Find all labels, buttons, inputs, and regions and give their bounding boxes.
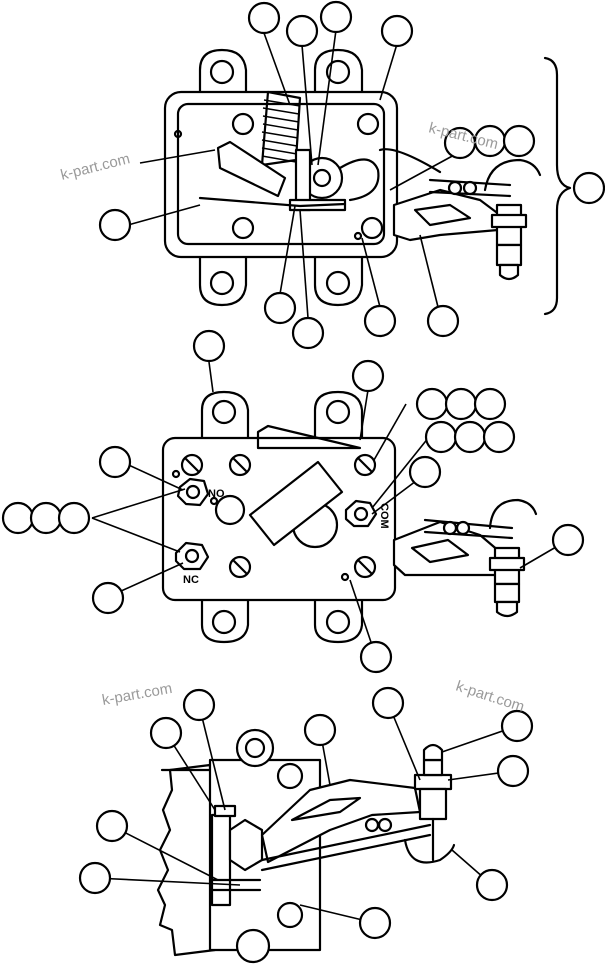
callout-bubble bbox=[363, 304, 397, 338]
callout-bubble bbox=[502, 124, 536, 158]
callout-bubble bbox=[78, 861, 112, 895]
terminal-nc-label: NC bbox=[183, 574, 199, 586]
callout-bubble bbox=[303, 713, 337, 747]
callout-bubble bbox=[192, 329, 226, 363]
callout-bubble bbox=[91, 581, 125, 615]
watermark-text: k-part.com bbox=[454, 678, 527, 716]
terminal-com: COM bbox=[344, 499, 390, 529]
callout-bubble bbox=[98, 208, 132, 242]
view-cover-terminals: NO NC COM bbox=[161, 390, 538, 644]
callout-bubble bbox=[380, 14, 414, 48]
terminal-no: NO bbox=[176, 477, 225, 507]
callout-bubble bbox=[500, 709, 534, 743]
view-top-open-switch bbox=[163, 48, 572, 316]
callout-bubble bbox=[415, 387, 449, 421]
callout-bubble bbox=[408, 455, 442, 489]
callout-bubble bbox=[426, 304, 460, 338]
callout-bubble bbox=[453, 420, 487, 454]
callout-bubble bbox=[424, 420, 458, 454]
callout-bubble bbox=[57, 501, 91, 535]
callout-bubble bbox=[95, 809, 129, 843]
callout-bubble bbox=[473, 387, 507, 421]
callout-bubble bbox=[482, 420, 516, 454]
callout-bubbles bbox=[1, 0, 605, 940]
callout-bubble bbox=[285, 14, 319, 48]
callout-bubble bbox=[182, 688, 216, 722]
callout-bubble bbox=[29, 501, 63, 535]
callout-bubble bbox=[98, 445, 132, 479]
callout-bubble bbox=[572, 171, 605, 205]
callout-bubble bbox=[247, 1, 281, 35]
callout-bubble bbox=[475, 868, 509, 902]
terminal-com-label: COM bbox=[378, 503, 390, 529]
watermark-text: k-part.com bbox=[101, 680, 174, 709]
callout-bubble bbox=[551, 523, 585, 557]
terminal-no-label: NO bbox=[208, 488, 225, 500]
watermark-text: k-part.com bbox=[59, 150, 132, 184]
callout-bubble bbox=[149, 716, 183, 750]
callout-bubble bbox=[319, 0, 353, 34]
terminal-nc: NC bbox=[174, 541, 210, 586]
callout-bubble bbox=[291, 316, 325, 350]
callout-bubble bbox=[1, 501, 35, 535]
callout-bubble bbox=[351, 359, 385, 393]
callout-bubble bbox=[496, 754, 530, 788]
callout-bubble bbox=[371, 686, 405, 720]
callout-bubble bbox=[358, 906, 392, 940]
view-side bbox=[156, 728, 456, 964]
callout-bubble bbox=[444, 387, 478, 421]
callout-bubble bbox=[359, 640, 393, 674]
cover-screws bbox=[171, 453, 377, 582]
callout-bubble bbox=[263, 291, 297, 325]
